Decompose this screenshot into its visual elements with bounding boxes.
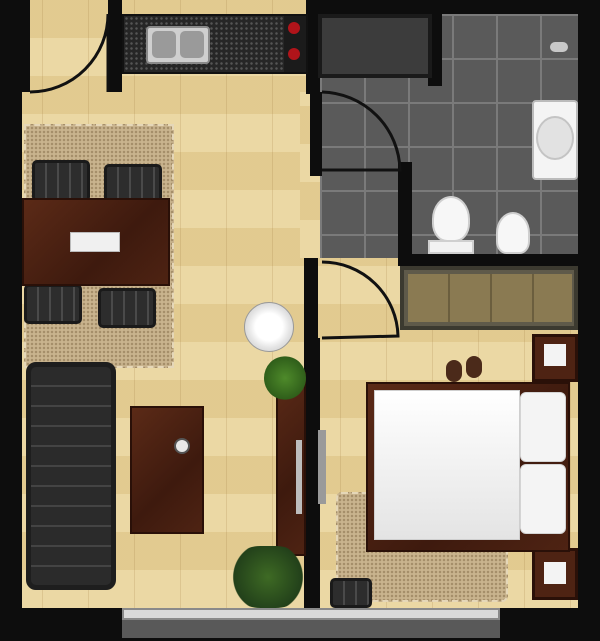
nightstand: [532, 334, 578, 382]
toilet-icon: [432, 196, 470, 242]
wall-bath-left: [398, 162, 412, 262]
sink-basin-right: [180, 31, 204, 58]
nightstand-lamp-icon: [544, 344, 566, 366]
sofa: [26, 362, 116, 590]
door-handle: [296, 440, 302, 514]
bed-duvet: [374, 390, 520, 540]
balcony-ledge: [122, 620, 500, 638]
vanity-basin: [536, 116, 574, 160]
plant-icon: [230, 546, 306, 608]
wall-outer-right: [578, 0, 600, 641]
stove-burner: [288, 22, 300, 34]
wall-entry-left: [20, 0, 30, 92]
table-centerpiece: [70, 232, 120, 252]
door-swing-icon[interactable]: [321, 260, 400, 340]
coffee-table: [130, 406, 204, 534]
balcony-window: [122, 608, 500, 620]
slippers-icon: [446, 360, 462, 382]
door-swing-icon[interactable]: [29, 13, 110, 94]
wall-bath-door-left: [310, 92, 322, 176]
plant-icon: [264, 356, 306, 400]
wall-partition-upper: [304, 258, 318, 338]
slippers-icon: [466, 356, 482, 378]
wall-entry-right: [108, 0, 122, 92]
wall-partition-lower: [304, 338, 320, 608]
toilet-tank: [428, 240, 474, 254]
door-handle: [318, 430, 326, 504]
wardrobe-shelf: [408, 274, 572, 322]
wall-outer-top-right: [320, 0, 600, 14]
door-swing-icon[interactable]: [321, 90, 402, 172]
pillow: [520, 392, 566, 462]
nightstand-lamp-icon: [544, 562, 566, 584]
fridge: [318, 14, 432, 78]
pillow: [520, 464, 566, 534]
wall-kitchen-right: [306, 0, 320, 94]
wall-outer-left: [0, 0, 22, 641]
lamp-icon: [244, 302, 294, 352]
dining-chair: [98, 288, 156, 328]
bedroom-chair: [330, 578, 372, 608]
wall-bath-bottom: [398, 254, 578, 266]
shower-icon: [550, 42, 568, 52]
bidet: [496, 212, 530, 254]
cup-icon: [174, 438, 190, 454]
sink-basin-left: [152, 31, 176, 58]
stove-burner: [288, 48, 300, 60]
